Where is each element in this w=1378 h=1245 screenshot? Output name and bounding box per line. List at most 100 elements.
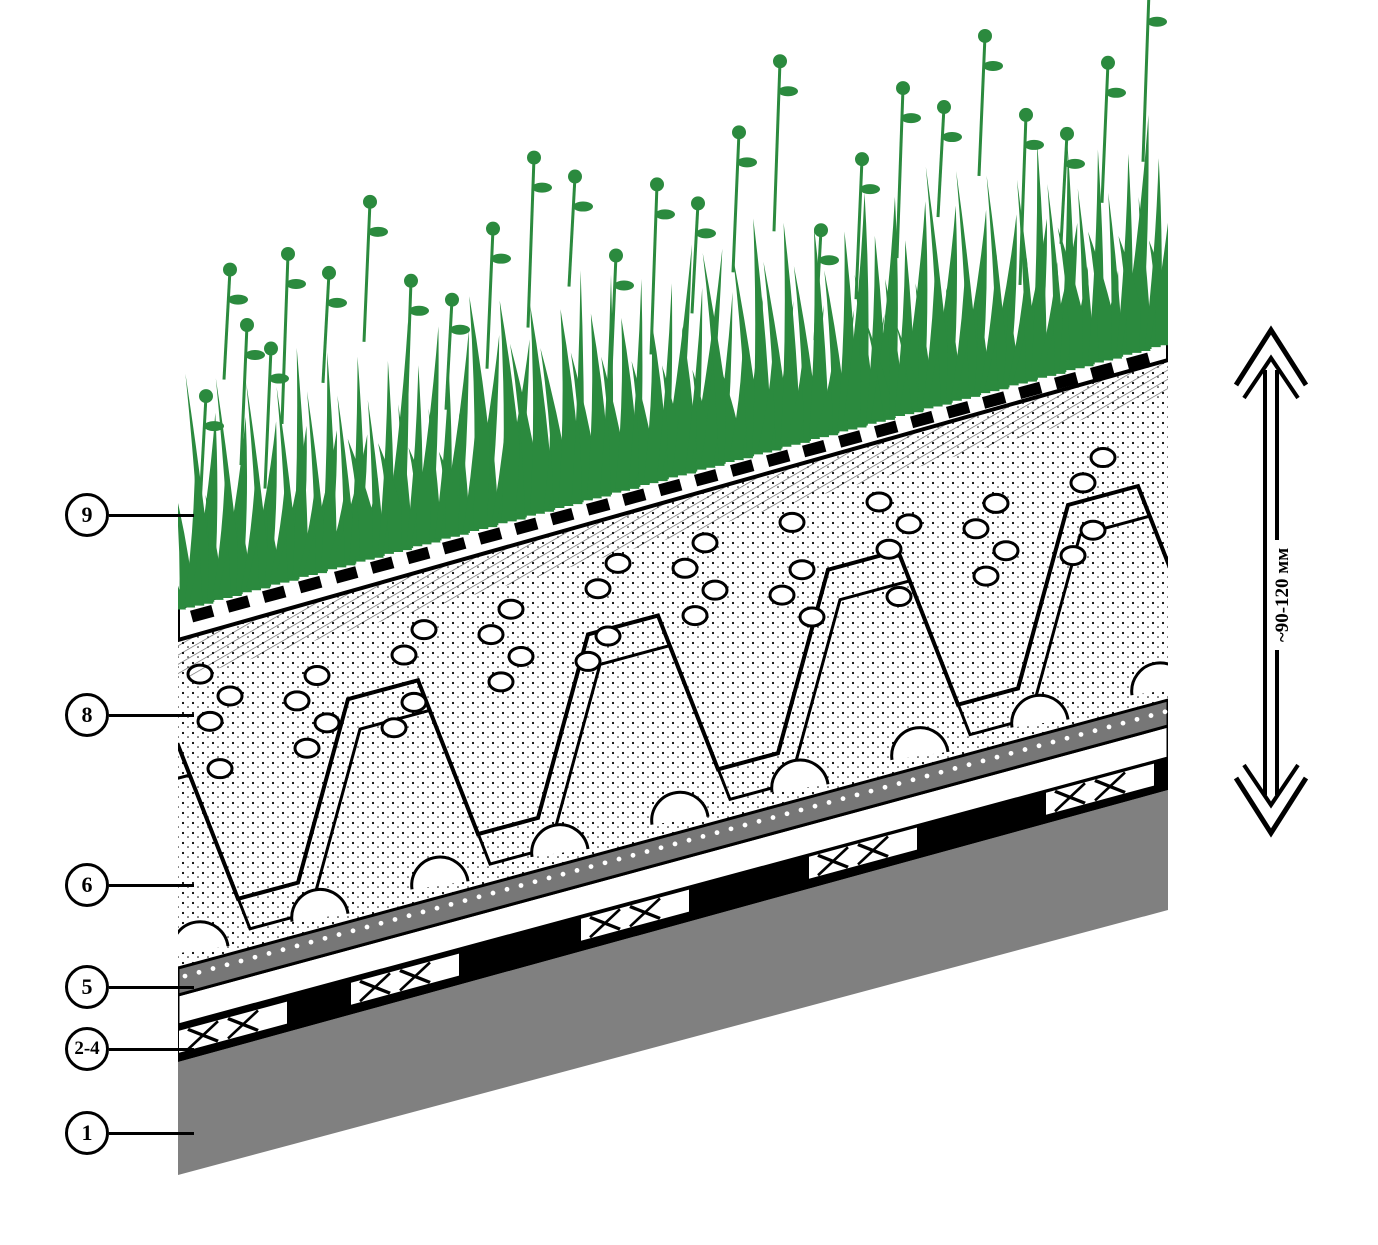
- gravel-dot: [602, 860, 608, 866]
- leaf: [778, 86, 798, 97]
- grass-blade: [986, 175, 1010, 388]
- grass-blade: [1138, 197, 1152, 350]
- gravel-dot: [210, 966, 216, 971]
- gravel-dot: [644, 849, 650, 854]
- pebble: [283, 690, 311, 712]
- flower-head: [855, 152, 869, 167]
- drainage-dimple: [890, 726, 950, 761]
- pebble: [206, 758, 234, 780]
- flower-stem: [854, 159, 864, 300]
- dimension-label: ~90-120 мм: [1268, 540, 1298, 650]
- pebble: [701, 579, 729, 601]
- drainage-dimple: [530, 823, 590, 858]
- callout-5-leader: [109, 985, 194, 989]
- flower-stem: [690, 203, 700, 314]
- filter-mark: [766, 449, 791, 468]
- gravel-dot: [1162, 709, 1168, 715]
- grass-blade: [514, 421, 527, 518]
- callout-6: 6: [65, 863, 194, 907]
- leaf: [696, 228, 716, 239]
- gravel-dot: [672, 841, 678, 847]
- flower-stem: [608, 255, 618, 396]
- filter-mark: [1126, 352, 1151, 370]
- gravel-dot: [868, 788, 874, 794]
- filter-mark: [621, 488, 647, 506]
- leaf: [228, 294, 248, 305]
- gravel-dot: [224, 962, 230, 968]
- insulation-box: [807, 825, 919, 882]
- flower-head: [568, 169, 582, 184]
- flower-stem: [1059, 133, 1069, 244]
- leaf: [1106, 87, 1126, 98]
- gravel-dot: [1022, 747, 1028, 752]
- pebble: [216, 685, 244, 707]
- pebble: [962, 518, 990, 540]
- flower-head: [1060, 126, 1074, 141]
- grass-blade: [956, 170, 982, 395]
- filter-mark: [225, 595, 251, 613]
- callout-1-leader: [109, 1131, 194, 1135]
- gravel-dot: [812, 803, 818, 809]
- gravel-dot: [616, 856, 622, 862]
- pebble: [584, 578, 612, 600]
- pebble: [400, 691, 428, 713]
- leaf: [737, 157, 757, 168]
- callout-1-number: 1: [65, 1111, 109, 1155]
- leaf: [942, 132, 962, 143]
- filter-mark: [1053, 372, 1079, 390]
- filter-mark: [333, 566, 359, 584]
- gravel-dot: [420, 909, 426, 915]
- grass-blade: [246, 382, 272, 587]
- grass-blade: [307, 391, 328, 572]
- gravel-dot: [1106, 724, 1112, 730]
- gravel-dot: [252, 954, 258, 960]
- gravel-dot: [308, 939, 314, 945]
- gravel-dot: [924, 773, 930, 779]
- drainage-dimple: [770, 758, 830, 793]
- grass-blade: [752, 218, 773, 453]
- flower-stem: [280, 253, 290, 425]
- gravel-dot: [392, 917, 398, 922]
- gravel-dot: [588, 864, 594, 870]
- pebble: [691, 532, 719, 554]
- filter-mark: [946, 401, 971, 419]
- pebble: [1069, 472, 1097, 494]
- flower-stem: [321, 272, 331, 383]
- leaf: [655, 209, 675, 220]
- filter-mark: [730, 459, 755, 477]
- grass-blade: [925, 166, 953, 403]
- callout-1: 1: [65, 1111, 194, 1155]
- substrate-layer: [178, 360, 1168, 968]
- filter-mark: [370, 556, 395, 574]
- callout-2-4: 2-4: [65, 1027, 194, 1071]
- filter-mark: [658, 478, 683, 497]
- flower-stem: [813, 230, 823, 341]
- leaf: [860, 184, 880, 195]
- leaf: [532, 182, 552, 193]
- flower-stem: [444, 299, 454, 410]
- grass-blade: [215, 378, 243, 595]
- gravel-dot: [322, 935, 328, 941]
- pebble: [594, 625, 622, 647]
- grass-blade: [398, 404, 414, 549]
- flower-stem: [362, 201, 372, 342]
- filter-mark: [802, 439, 827, 458]
- grass-blade: [809, 227, 829, 438]
- gravel-dot: [980, 758, 986, 764]
- grass-blade: [337, 395, 357, 564]
- flower-stem: [772, 61, 782, 232]
- flower-head: [322, 265, 336, 280]
- gravel-dot: [840, 796, 846, 802]
- pebble: [681, 605, 709, 627]
- gravel-dot: [742, 822, 748, 828]
- gravel-dot: [994, 754, 1000, 760]
- gravel-dot: [630, 852, 636, 858]
- pebble: [390, 644, 418, 666]
- gravel-dot: [532, 879, 538, 885]
- leaf: [491, 253, 511, 264]
- flower-stem: [485, 228, 495, 369]
- gravel-dot: [658, 845, 664, 851]
- flower-head: [814, 223, 828, 238]
- pebble: [477, 624, 505, 646]
